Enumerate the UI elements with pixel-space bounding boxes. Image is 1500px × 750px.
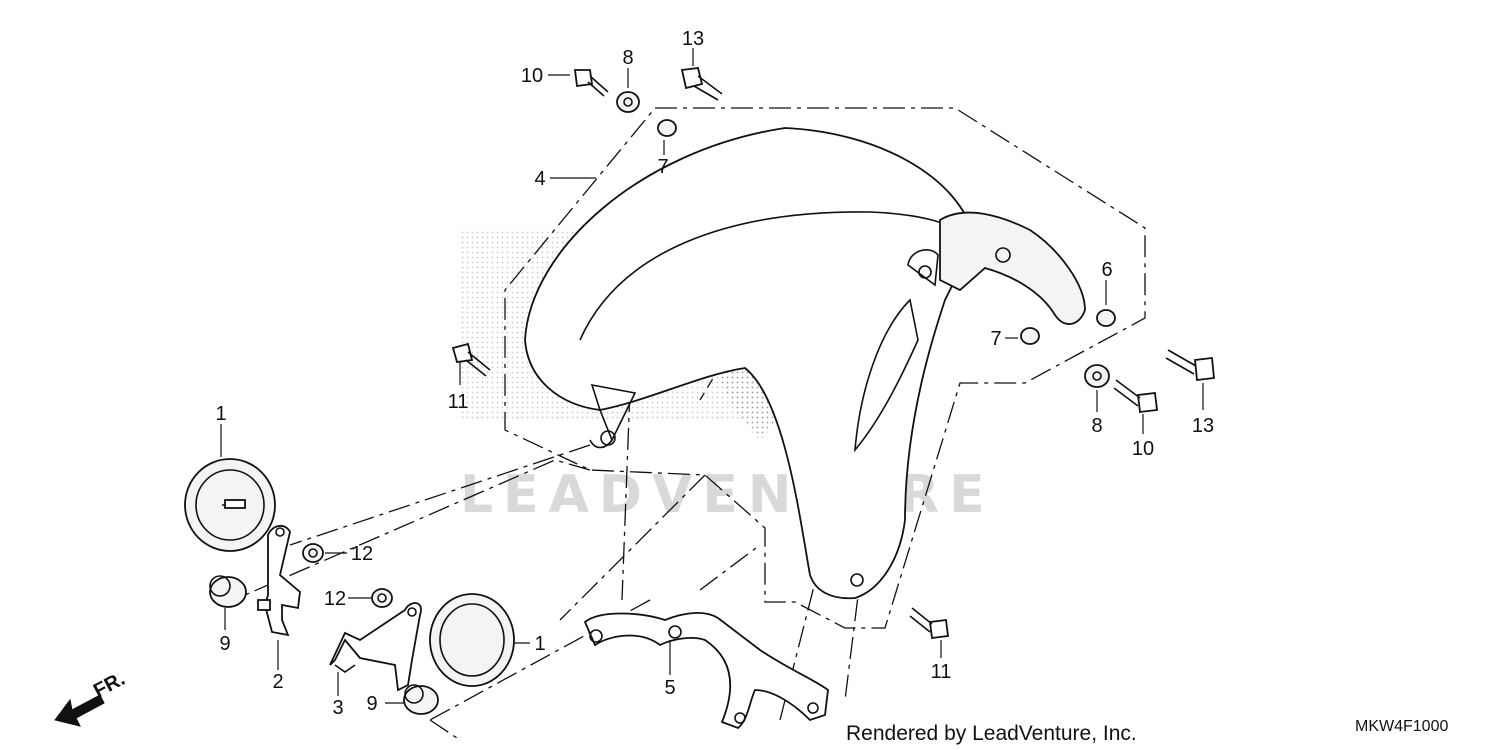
callout-9-left: 9 [219,633,230,655]
washer-8-right [1084,364,1110,388]
reflector-stay-right [329,602,422,692]
collar-7-top [657,119,677,137]
callout-4: 4 [534,168,545,190]
fender-brace [583,612,829,730]
nut-upper [302,543,324,563]
leader-lines [220,48,1204,704]
bolt-10-right [1113,379,1158,413]
collar-7-right [1020,327,1040,345]
callout-11-left: 11 [448,391,469,413]
washer-8-top [616,91,640,113]
bolt-11-right [909,607,950,640]
callout-7-top: 7 [657,156,668,178]
callout-13-top: 13 [682,28,704,50]
callout-labels: 8 10 13 7 4 6 7 8 10 13 11 1 12 12 9 2 3… [215,28,1214,719]
callout-2: 2 [272,671,283,693]
credit-text: Rendered by LeadVenture, Inc. [846,722,1137,745]
callout-8-top: 8 [622,47,633,69]
callout-10-right: 10 [1132,438,1154,460]
collar-6 [1096,309,1116,327]
arrow-left-icon [54,694,105,727]
front-fender [524,127,1086,600]
reflector-stay-left [257,525,301,637]
bolt-10-top [573,69,609,97]
callout-7-right: 7 [990,328,1001,350]
reflector-right [429,593,515,687]
callout-10-top: 10 [521,65,543,87]
grommet-left [209,575,247,608]
front-direction-arrow: FR. [54,668,129,727]
nut-lower [371,588,393,608]
callout-11-right: 11 [931,661,952,683]
grommet-right [403,684,439,715]
callout-3: 3 [332,697,343,719]
callout-1-left: 1 [215,403,226,425]
callout-5: 5 [664,677,675,699]
callout-13-right: 13 [1192,415,1214,437]
callout-1-right: 1 [534,633,545,655]
callout-12-upper: 12 [351,543,373,565]
callout-8-right: 8 [1091,415,1102,437]
bolt-13-top [680,67,723,101]
callout-9-right: 9 [366,693,377,715]
callout-6: 6 [1101,259,1112,281]
reflector-left [184,458,276,552]
bolt-13-right [1165,349,1215,382]
diagram-code: MKW4F1000 [1355,718,1448,735]
callout-12-lower: 12 [324,588,346,610]
bolt-11-left [451,342,491,377]
